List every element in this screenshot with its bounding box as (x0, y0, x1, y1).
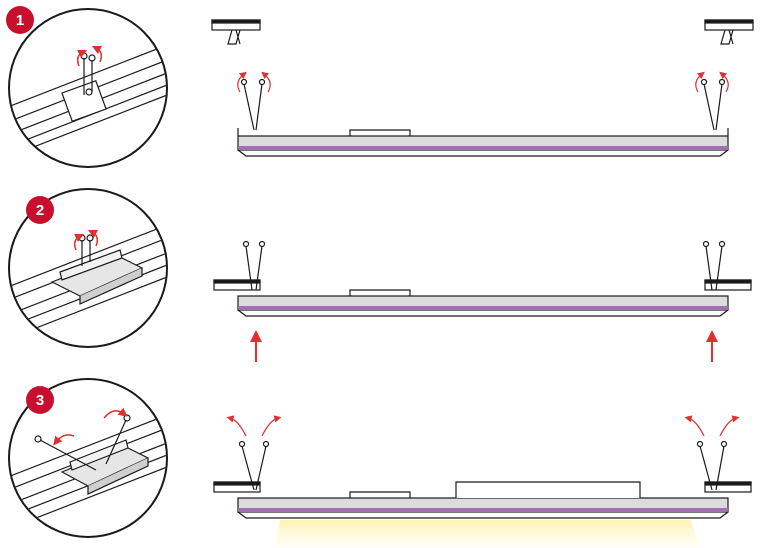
ceiling-rail-icon (704, 481, 752, 493)
step-2-number: 2 (36, 202, 44, 219)
ceiling-rail-icon (211, 19, 261, 45)
spring-clip-icon (700, 78, 726, 131)
step-1-number: 1 (16, 12, 24, 29)
ceiling-rail-icon (704, 19, 754, 45)
spring-clip-icon (696, 440, 728, 491)
curved-arrow-icon (695, 71, 705, 93)
row-2-panel-raised (213, 240, 752, 317)
curved-arrow-icon (719, 415, 740, 437)
curved-arrow-icon (719, 71, 729, 93)
curved-arrow-icon (261, 415, 282, 437)
step-1-badge (6, 6, 34, 34)
light-glow (275, 520, 700, 548)
ceiling-rail-icon (704, 279, 752, 291)
spring-clip-icon (242, 240, 266, 291)
ceiling-rail-icon (213, 481, 261, 493)
spring-clip-icon (240, 78, 266, 131)
step-2-detail: 2 (8, 188, 168, 348)
step-1-detail: 1 (6, 6, 168, 168)
step-3-badge (26, 386, 54, 414)
step-2-badge (26, 196, 54, 224)
step-3-detail: 3 (8, 378, 168, 538)
spring-clip-icon (238, 440, 270, 491)
ceiling-rail-icon (213, 279, 261, 291)
step-3-number: 3 (36, 392, 44, 409)
spring-clip-icon (702, 240, 726, 291)
curved-arrow-icon (226, 415, 247, 437)
row-3-panel-installed (275, 520, 700, 548)
curved-arrow-icon (684, 415, 705, 437)
curved-arrow-icon (261, 71, 271, 93)
curved-arrow-icon (237, 71, 247, 93)
row-1-panel-lowered (211, 19, 754, 157)
